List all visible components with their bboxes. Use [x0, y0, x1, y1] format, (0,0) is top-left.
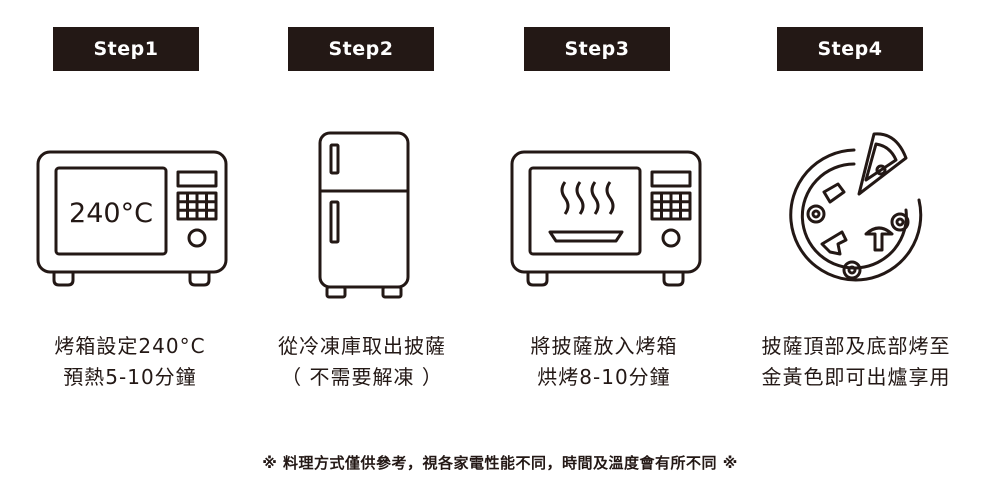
step4-caption-line2: 金黃色即可出爐享用 [761, 365, 951, 389]
step4-caption-line1: 披薩頂部及底部烤至 [761, 334, 951, 358]
step1-caption-line2: 預熱5-10分鐘 [63, 365, 197, 389]
step3-caption: 將披薩放入烤箱 烘烤8-10分鐘 [484, 331, 724, 393]
step2-caption-line2: （ 不需要解凍 ） [281, 365, 443, 389]
step1-caption: 烤箱設定240°C 預熱5-10分鐘 [10, 331, 250, 393]
step2-caption: 從冷凍庫取出披薩 （ 不需要解凍 ） [242, 331, 482, 393]
step2-caption-line1: 從冷凍庫取出披薩 [278, 334, 446, 358]
step4-caption: 披薩頂部及底部烤至 金黃色即可出爐享用 [736, 331, 976, 393]
step3-caption-line2: 烘烤8-10分鐘 [537, 365, 671, 389]
step3-caption-line1: 將披薩放入烤箱 [530, 334, 678, 358]
step2-label: Step2 [288, 27, 434, 71]
footer-note: ※ 料理方式僅供參考，視各家電性能不同，時間及溫度會有所不同 ※ [262, 454, 738, 472]
step3-label: Step3 [524, 27, 670, 71]
step4-label: Step4 [777, 27, 923, 71]
refrigerator-icon [317, 127, 411, 301]
pizza-icon [768, 122, 948, 302]
oven-baking-icon [504, 120, 709, 290]
step1-caption-line1: 烤箱設定240°C [54, 334, 206, 358]
oven-display-text: 240°C [69, 198, 153, 229]
step1-label: Step1 [53, 27, 199, 71]
oven-icon: 240°C [30, 120, 235, 290]
